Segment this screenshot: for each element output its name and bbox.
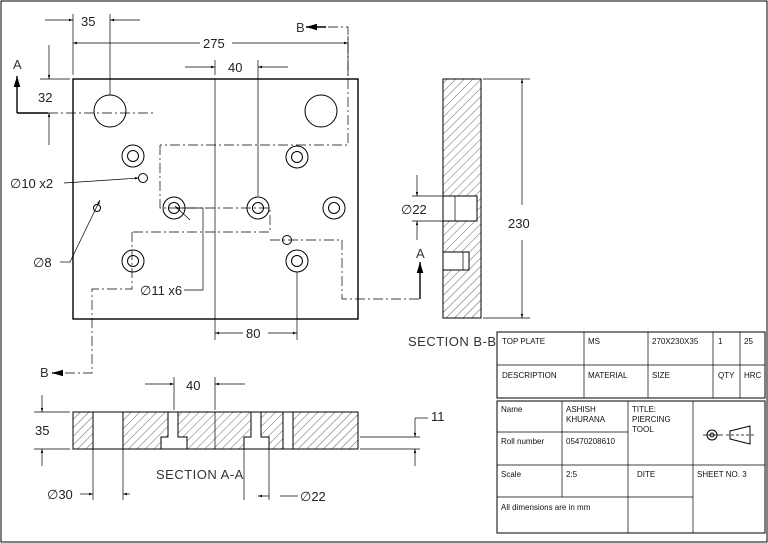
hole-30-left [93,94,127,128]
aa-dim-30: ∅30 [47,487,73,502]
aa-dim-22: ∅22 [300,489,326,504]
name-label: Name [501,405,523,414]
projection-symbol-icon [703,425,756,445]
header-qty: QTY [718,371,735,380]
aa-dim-40: 40 [186,378,200,393]
leader-11 [178,207,204,291]
name-value-2: KHURANA [566,415,606,424]
label-a-bottom: A [416,246,425,261]
aa-dim-35: 35 [35,423,49,438]
dim-275: 275 [73,36,349,76]
callout-8: ∅8 [33,255,52,270]
counterbored-holes [121,144,346,273]
roll-value: 05470208610 [566,437,615,446]
title-label: TITLE: [632,405,656,414]
parts-size: 270X230X35 [652,337,699,346]
header-material: MATERIAL [588,371,628,380]
hole-30-right [304,94,338,128]
section-line-bb-bottom [60,232,133,374]
dim-230: 230 [508,216,530,231]
svg-text:32: 32 [38,90,52,105]
svg-text:80: 80 [246,326,260,341]
title-value-1: PIERCING [632,415,671,424]
parts-part: TOP PLATE [502,337,545,346]
svg-text:275: 275 [203,36,225,51]
section-bb-label: SECTION B-B [408,334,497,349]
sheet-label: SHEET NO. 3 [697,470,747,479]
roll-label: Roll number [501,437,544,446]
date-label: DITE [637,470,655,479]
leader-8 [69,199,101,263]
scale-label: Scale [501,470,522,479]
label-b-top: B [296,20,305,35]
section-aa-label: SECTION A-A [156,467,244,482]
section-bb-view: 230 ∅22 SECTION B-B [401,78,530,349]
section-line-bb-top [160,26,349,146]
dim-32: 32 [38,45,70,145]
header-description: DESCRIPTION [502,371,557,380]
pin-hole-10-a [138,173,148,183]
dim-40-plan: 40 [185,60,288,196]
section-aa-view: 40 35 11 ∅30 ∅22 SECTION A-A [34,377,445,504]
title-block: TOP PLATE MS 270X230X35 1 25 DESCRIPTION… [496,331,766,534]
section-line-a [132,145,271,233]
plan-view: B B A A 35 275 40 [10,14,425,380]
parts-qty: 1 [718,337,723,346]
units-note: All dimensions are in mm [501,503,591,512]
title-value-2: TOOL [632,425,654,434]
callout-22: ∅22 [401,202,427,217]
hole-8 [93,204,101,212]
header-hrc: HRC [744,371,762,380]
label-b-bottom: B [40,365,49,380]
section-line-aa-right [270,239,420,300]
aa-dim-11: 11 [431,409,445,424]
callout-10x2: ∅10 x2 [10,176,53,191]
callout-11x6: ∅11 x6 [140,283,182,298]
svg-text:35: 35 [81,14,95,29]
parts-hrc: 25 [744,337,753,346]
scale-value: 2:5 [566,470,578,479]
parts-material: MS [588,337,600,346]
dim-80: 80 [214,272,298,341]
leader-10 [63,177,140,184]
label-a-top: A [13,57,22,72]
header-size: SIZE [652,371,670,380]
name-value-1: ASHISH [566,405,596,414]
svg-text:40: 40 [228,60,242,75]
dim-35-top: 35 [45,14,140,95]
plate-outline [72,78,359,320]
